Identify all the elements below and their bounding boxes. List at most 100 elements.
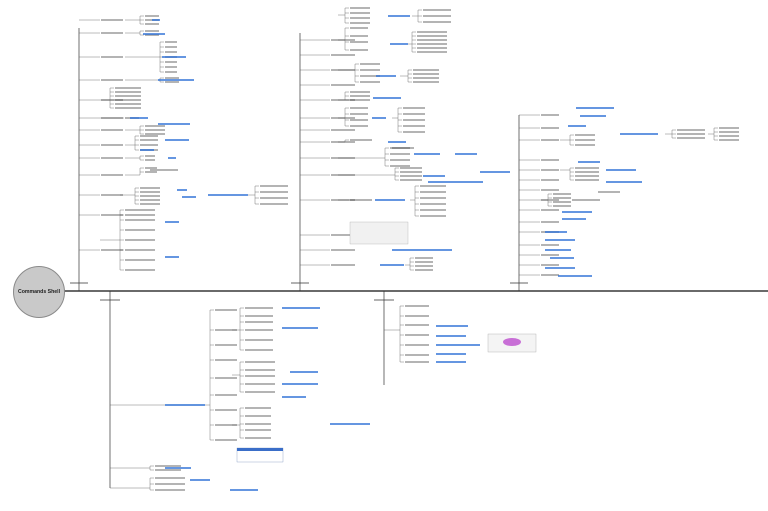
node-text[interactable]: [575, 175, 599, 177]
node-text[interactable]: [140, 191, 160, 193]
node-text[interactable]: [145, 34, 159, 36]
node-text[interactable]: [115, 107, 141, 109]
link-node[interactable]: [606, 169, 636, 171]
node-text[interactable]: [101, 32, 123, 34]
node-text[interactable]: [553, 201, 571, 203]
node-text[interactable]: [331, 249, 355, 251]
node-text[interactable]: [145, 129, 165, 131]
node-text[interactable]: [331, 69, 355, 71]
link-node[interactable]: [578, 161, 600, 163]
node-text[interactable]: [350, 95, 370, 97]
node-text[interactable]: [541, 179, 559, 181]
link-node[interactable]: [282, 327, 318, 329]
node-text[interactable]: [260, 185, 288, 187]
node-text[interactable]: [415, 257, 433, 259]
node-text[interactable]: [155, 489, 185, 491]
link-node[interactable]: [165, 256, 179, 258]
node-text[interactable]: [420, 197, 446, 199]
link-node[interactable]: [388, 15, 410, 17]
node-text[interactable]: [350, 49, 368, 51]
node-text[interactable]: [405, 305, 429, 307]
link-node[interactable]: [392, 249, 452, 251]
link-node[interactable]: [182, 196, 196, 198]
link-node[interactable]: [282, 383, 318, 385]
link-node[interactable]: [436, 344, 480, 346]
link-node[interactable]: [568, 125, 586, 127]
node-text[interactable]: [215, 377, 237, 379]
link-node[interactable]: [455, 153, 477, 155]
node-text[interactable]: [101, 157, 123, 159]
node-text[interactable]: [115, 103, 141, 105]
link-node[interactable]: [158, 123, 190, 125]
node-text[interactable]: [405, 361, 429, 363]
node-text[interactable]: [350, 17, 370, 19]
node-text[interactable]: [423, 9, 451, 11]
link-node[interactable]: [373, 97, 401, 99]
node-text[interactable]: [417, 39, 447, 41]
node-text[interactable]: [541, 264, 559, 266]
node-text[interactable]: [150, 169, 178, 171]
link-node[interactable]: [558, 275, 592, 277]
node-text[interactable]: [415, 269, 433, 271]
node-text[interactable]: [423, 21, 451, 23]
link-node[interactable]: [576, 107, 614, 109]
node-text[interactable]: [541, 274, 559, 276]
link-node[interactable]: [165, 404, 205, 406]
link-node[interactable]: [177, 189, 187, 191]
node-text[interactable]: [145, 159, 155, 161]
node-text[interactable]: [719, 139, 739, 141]
link-node[interactable]: [330, 423, 370, 425]
node-text[interactable]: [541, 209, 559, 211]
link-node[interactable]: [130, 117, 148, 119]
node-text[interactable]: [115, 87, 141, 89]
node-text[interactable]: [145, 23, 159, 25]
node-text[interactable]: [413, 77, 439, 79]
node-text[interactable]: [350, 199, 372, 201]
node-text[interactable]: [719, 135, 739, 137]
node-text[interactable]: [403, 107, 425, 109]
node-text[interactable]: [145, 167, 157, 169]
node-text[interactable]: [140, 195, 160, 197]
node-text[interactable]: [165, 61, 177, 63]
node-text[interactable]: [101, 214, 123, 216]
node-text[interactable]: [245, 361, 275, 363]
node-text[interactable]: [101, 129, 123, 131]
node-text[interactable]: [598, 191, 620, 193]
link-node[interactable]: [168, 157, 176, 159]
node-text[interactable]: [392, 147, 414, 149]
node-text[interactable]: [215, 329, 237, 331]
node-text[interactable]: [245, 429, 271, 431]
link-node[interactable]: [390, 43, 408, 45]
link-node[interactable]: [480, 171, 510, 173]
node-text[interactable]: [155, 469, 181, 471]
node-text[interactable]: [541, 254, 559, 256]
node-text[interactable]: [360, 63, 380, 65]
node-text[interactable]: [155, 483, 185, 485]
node-text[interactable]: [165, 71, 177, 73]
node-text[interactable]: [125, 249, 155, 251]
node-text[interactable]: [403, 131, 425, 133]
node-text[interactable]: [125, 209, 155, 211]
node-text[interactable]: [413, 73, 439, 75]
node-text[interactable]: [245, 415, 271, 417]
link-node[interactable]: [165, 467, 191, 469]
node-text[interactable]: [390, 159, 410, 161]
node-text[interactable]: [350, 12, 370, 14]
node-text[interactable]: [155, 477, 185, 479]
node-text[interactable]: [403, 113, 425, 115]
link-node[interactable]: [158, 79, 194, 81]
node-text[interactable]: [575, 171, 599, 173]
node-text[interactable]: [417, 31, 447, 33]
link-node[interactable]: [436, 353, 466, 355]
node-text[interactable]: [677, 137, 705, 139]
link-node[interactable]: [375, 199, 405, 201]
node-text[interactable]: [417, 51, 447, 53]
node-text[interactable]: [331, 84, 355, 86]
node-text[interactable]: [165, 66, 177, 68]
node-text[interactable]: [245, 437, 271, 439]
node-text[interactable]: [405, 324, 429, 326]
link-node[interactable]: [620, 133, 658, 135]
node-text[interactable]: [331, 117, 355, 119]
node-text[interactable]: [575, 167, 599, 169]
node-text[interactable]: [260, 203, 288, 205]
